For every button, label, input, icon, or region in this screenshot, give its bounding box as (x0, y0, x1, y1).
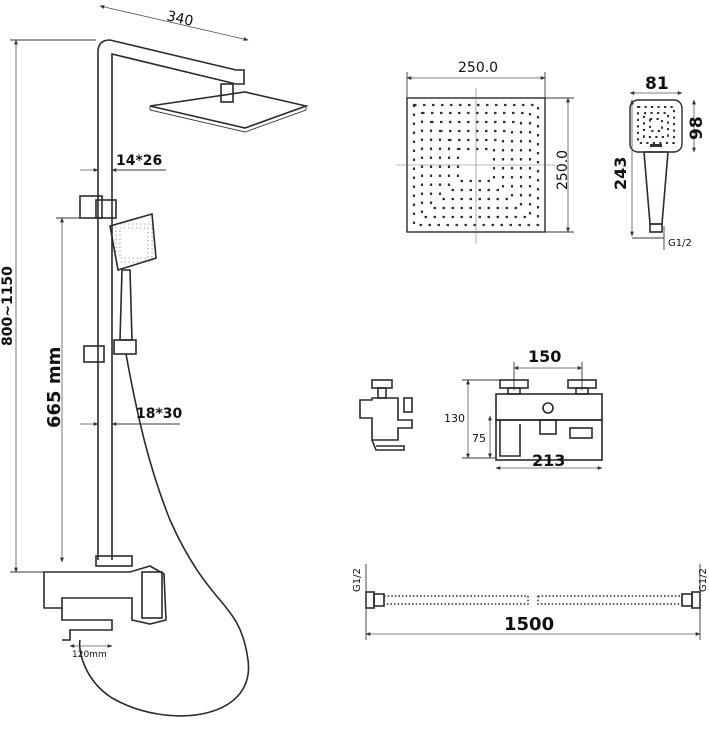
hose-left-thread-label: G1/2 (352, 568, 363, 592)
rain-head-side (149, 91, 309, 129)
riser-pipe (97, 39, 245, 560)
mixer-height-label: 130 (444, 412, 465, 425)
hose-view: 1500 G1/2 G1/2 (352, 564, 709, 640)
rain-head-connector (220, 83, 234, 103)
hand-shower-view: 81 98 243 G1/2 (611, 74, 707, 250)
hose-left-ferrule (373, 593, 385, 607)
hand-shower-nut (649, 223, 663, 233)
rain-head-edge (149, 106, 307, 133)
handle-holder (113, 339, 137, 355)
hand-thread-label: G1/2 (668, 238, 692, 249)
side-lever (403, 397, 413, 413)
hose-right-ferrule (681, 593, 693, 607)
hose-right-nut (691, 591, 701, 609)
diverter-block (539, 419, 557, 435)
hand-shower-nozzles (115, 223, 153, 263)
arm-dimension-label: 340 (165, 8, 195, 30)
hose-braid-left (383, 595, 529, 605)
hose-braid-right (537, 595, 683, 605)
mixer-bar (495, 393, 603, 421)
bath-spout (61, 608, 113, 641)
spout-dimension-label: 120mm (72, 650, 107, 660)
upper-pipe-size-label: 14*26 (116, 153, 162, 169)
mixer-outlet-height-label: 75 (472, 432, 486, 445)
head-height-label: 250.0 (555, 150, 571, 190)
middle-bracket (83, 345, 105, 363)
hand-shower-handle (119, 269, 133, 341)
mixer-top-plate (95, 555, 133, 567)
mixer-front-view: 150 213 130 75 (444, 347, 603, 470)
mixer-length-label: 213 (532, 451, 565, 470)
upper-clamp (95, 199, 117, 219)
mixer-lever (141, 571, 163, 619)
hose-left-nut (365, 591, 375, 609)
shower-column-view: 120mm 340 800~1150 665 mm 14*26 18*30 (0, 5, 309, 717)
diverter-knob (542, 402, 554, 414)
hose-right-thread-label: G1/2 (698, 568, 709, 592)
side-spout (371, 439, 405, 451)
overall-height-label: 800~1150 (0, 266, 16, 346)
hand-shower-head (109, 212, 157, 272)
hose-length-label: 1500 (504, 614, 554, 635)
hand-shower-grip (643, 151, 669, 225)
hand-length-label: 243 (611, 157, 630, 190)
side-stem (377, 387, 387, 399)
mixer-centers-label: 150 (528, 347, 561, 366)
head-width-label: 250.0 (458, 60, 498, 76)
upper-bracket (79, 195, 103, 219)
side-knob (371, 379, 393, 389)
mixer-outlet (569, 427, 593, 439)
hand-head-height-label: 98 (687, 116, 707, 140)
lower-pipe-size-label: 18*30 (136, 406, 183, 422)
side-body (359, 397, 413, 441)
mixer-spout-front (499, 420, 521, 457)
flex-hose (78, 353, 250, 717)
rail-spacing-label: 665 mm (44, 347, 65, 428)
mixer-side-view (359, 379, 413, 451)
bath-mixer-body (43, 565, 167, 625)
rain-head-top-view: 250.0 250.0 (396, 60, 574, 244)
hand-width-label: 81 (645, 74, 669, 94)
